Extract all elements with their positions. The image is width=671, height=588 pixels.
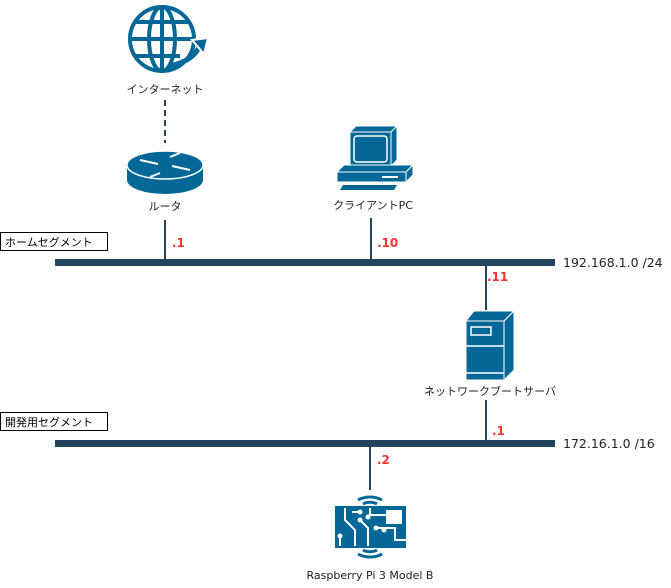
server-home-ip: .11 [487,270,509,284]
router-ip: .1 [172,236,185,250]
pc-icon [335,124,415,190]
home-segment-bus [55,259,555,266]
home-network-address: 192.168.1.0 /24 [563,255,663,270]
client-label: クライアントPC [333,199,413,212]
pi-ip: .2 [377,453,390,467]
dev-segment-bus [55,440,555,447]
server-dev-ip: .1 [492,424,505,438]
dev-segment-label: 開発用セグメント [0,412,108,431]
server-label: ネットワークブートサーバ [424,385,556,398]
board-icon [335,495,406,559]
globe-icon [128,5,210,73]
home-segment-label: ホームセグメント [0,232,108,251]
router-label: ルータ [148,200,182,213]
pi-label: Raspberry Pi 3 Model B [306,569,434,582]
client-ip: .10 [377,236,399,250]
router-icon [126,150,204,194]
dev-network-address: 172.16.1.0 /16 [563,436,655,451]
server-icon [464,309,516,382]
internet-label: インターネット [126,83,204,96]
